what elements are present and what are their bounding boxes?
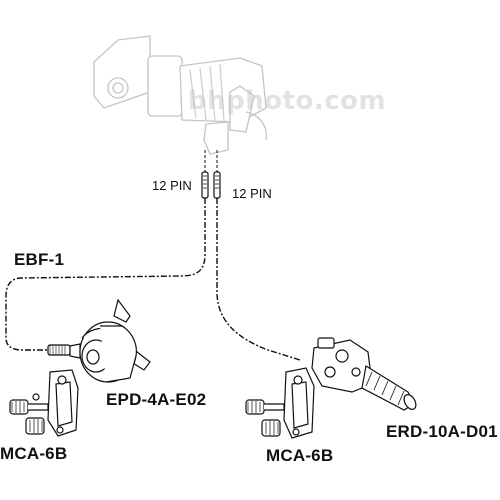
pin-label-right: 12 PIN bbox=[232, 186, 272, 201]
label-mca-6b-right: MCA-6B bbox=[266, 446, 334, 465]
pin-label-left: 12 PIN bbox=[152, 178, 192, 193]
clamp-icon bbox=[9, 369, 79, 437]
cable-lines bbox=[5, 150, 301, 361]
camera-lens-icon bbox=[93, 35, 268, 155]
focus-demand-icon bbox=[47, 298, 151, 383]
zoom-demand-icon bbox=[311, 337, 417, 411]
clamp-icon bbox=[245, 367, 315, 439]
connector-icon bbox=[201, 171, 221, 199]
label-mca-6b-left: MCA-6B bbox=[0, 444, 68, 463]
watermark: bhphoto.com bbox=[188, 86, 387, 116]
label-epd-4a-e02: EPD-4A-E02 bbox=[106, 390, 207, 409]
label-erd-10a-d01: ERD-10A-D01 bbox=[386, 422, 498, 441]
label-ebf-1: EBF-1 bbox=[14, 250, 65, 269]
